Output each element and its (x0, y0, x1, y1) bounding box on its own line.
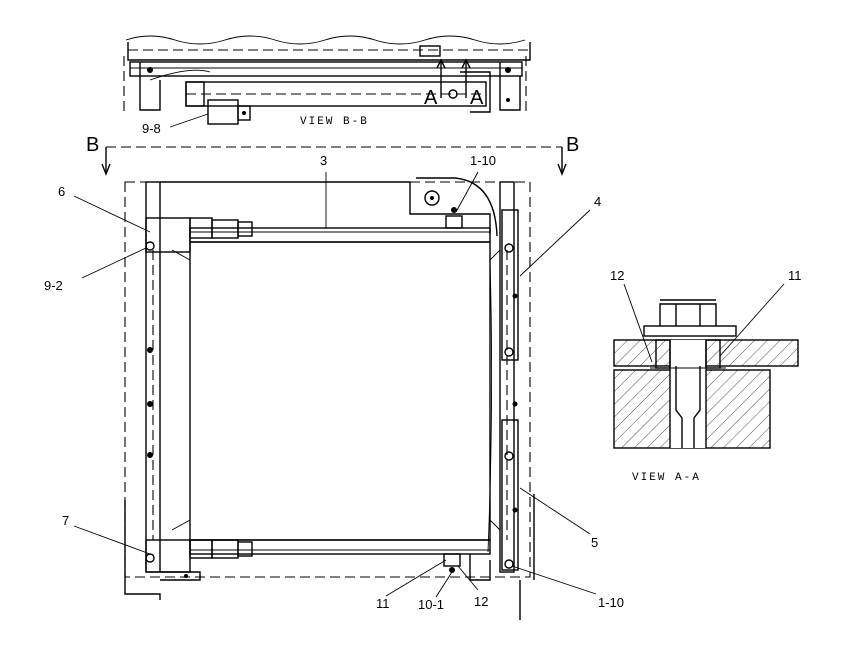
leader-12-detail (623, 283, 653, 363)
leader-10-1 (435, 571, 453, 598)
leader-5 (519, 487, 591, 535)
callout-3: 3 (320, 153, 327, 168)
callout-11-detail: 11 (788, 268, 802, 283)
section-a-right-label: A (470, 87, 484, 109)
callout-1-10-top: 1-10 (470, 153, 496, 168)
section-a-left-label: A (424, 87, 438, 109)
callout-12-bottom: 12 (474, 594, 488, 609)
callout-12-detail: 12 (610, 268, 624, 283)
leader-7 (73, 525, 151, 555)
leader-11-detail (719, 283, 785, 357)
callout-11-bottom: 11 (376, 596, 390, 611)
section-b-right-label: B (566, 134, 579, 156)
leader-1-10-top (455, 171, 479, 213)
callout-4: 4 (594, 194, 601, 209)
callout-9-8: 9-8 (142, 121, 161, 136)
leader-6 (73, 195, 151, 233)
leader-9-8 (169, 113, 209, 128)
leader-9-2 (81, 247, 147, 279)
section-line-bb (101, 146, 567, 176)
leader-11-bottom (385, 559, 447, 597)
section-b-left-label: B (86, 134, 99, 156)
callout-10-1: 10-1 (418, 597, 444, 612)
callout-5: 5 (591, 535, 598, 550)
view-bb-title: VIEW B-B (300, 116, 369, 128)
view-bb-drawing (123, 35, 531, 125)
callout-6: 6 (58, 184, 65, 199)
callout-1-10-bottom: 1-10 (598, 595, 624, 610)
callout-9-2: 9-2 (44, 278, 63, 293)
leader-4 (519, 209, 591, 277)
leader-12-bottom (457, 565, 479, 591)
view-aa-detail (613, 299, 799, 449)
view-aa-title: VIEW A-A (632, 472, 701, 484)
main-view-drawing (124, 177, 535, 620)
callout-7: 7 (62, 513, 69, 528)
leader-1-10-bottom (511, 565, 597, 595)
